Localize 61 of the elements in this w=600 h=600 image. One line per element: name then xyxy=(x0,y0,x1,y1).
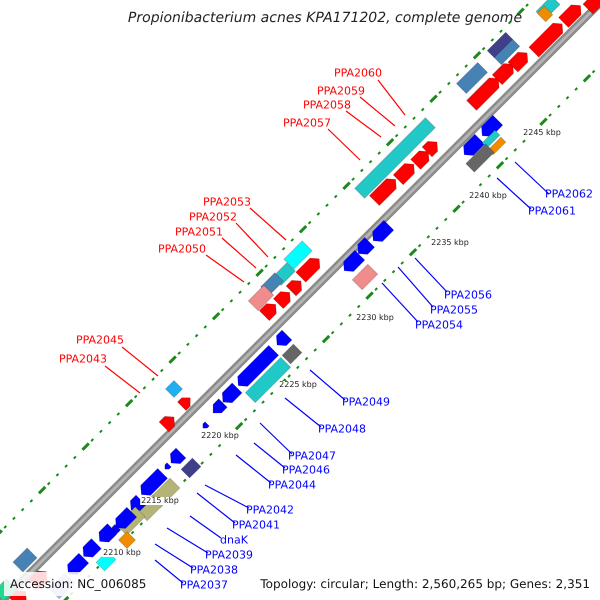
leader-line xyxy=(222,238,256,268)
leader-line xyxy=(190,516,222,538)
leader-line xyxy=(196,492,236,524)
scale-label: 2225 kbp xyxy=(278,381,318,389)
gene-label: PPA2062 xyxy=(544,188,594,200)
leader-line xyxy=(206,254,244,282)
gene-label: PPA2057 xyxy=(282,118,332,128)
leader-line xyxy=(236,454,272,484)
gene-label: PPA2050 xyxy=(158,244,206,254)
leader-line xyxy=(236,222,268,258)
gene-label: PPA2046 xyxy=(282,464,330,476)
leader-line xyxy=(254,442,286,468)
leader-line xyxy=(122,346,158,376)
gene-label: PPA2052 xyxy=(188,212,238,222)
gene-label: PPA2055 xyxy=(430,304,478,316)
gene-label: PPA2061 xyxy=(528,206,576,216)
scale-label: 2220 kbp xyxy=(200,432,240,440)
leader-line xyxy=(382,282,418,322)
leader-line xyxy=(328,128,360,160)
gene-label: PPA2058 xyxy=(302,100,352,110)
leader-line xyxy=(398,266,434,308)
leader-line xyxy=(346,110,382,138)
leader-line xyxy=(204,484,250,509)
gene-label: PPA2048 xyxy=(318,424,366,434)
gene-label: PPA2037 xyxy=(180,580,228,590)
gene-label: PPA2045 xyxy=(76,334,124,346)
leader-line xyxy=(104,366,140,394)
gene-label: PPA2044 xyxy=(268,480,316,490)
scale-label: 2245 kbp xyxy=(522,129,562,137)
leader-line xyxy=(260,422,292,454)
gene-label: PPA2042 xyxy=(246,504,294,516)
scale-label: 2235 kbp xyxy=(430,239,470,247)
leader-line xyxy=(166,527,208,554)
leader-line xyxy=(360,96,396,126)
gene-label: PPA2056 xyxy=(444,290,492,300)
title: Propionibacterium acnes KPA171202, complete genome xyxy=(128,11,522,25)
leader-line xyxy=(154,560,184,584)
leader-line xyxy=(310,370,346,400)
scale-label: 2240 kbp xyxy=(468,192,508,200)
scale-label: 2210 kbp xyxy=(102,549,142,557)
leader-line xyxy=(514,162,550,194)
leader-line xyxy=(250,208,286,240)
leader-line xyxy=(284,398,322,428)
gene-label: PPA2043 xyxy=(58,354,108,364)
gene-label: PPA2053 xyxy=(202,196,252,208)
gene-label: PPA2060 xyxy=(334,68,382,78)
gene-label: PPA2039 xyxy=(204,550,254,560)
gene-label: PPA2049 xyxy=(342,396,390,408)
leader-line xyxy=(154,544,194,568)
leader-line xyxy=(496,178,532,210)
gene-label: PPA2051 xyxy=(174,226,224,238)
leader-line xyxy=(414,258,448,292)
gene-label: PPA2054 xyxy=(414,320,464,330)
gene-label: dnaK xyxy=(220,534,248,546)
gene-label: PPA2041 xyxy=(232,520,280,530)
gene-label: PPA2059 xyxy=(316,86,366,96)
scale-label: 2215 kbp xyxy=(140,497,180,505)
gene-label: PPA2047 xyxy=(288,450,336,462)
leader-line xyxy=(378,80,406,116)
gene-label: PPA2038 xyxy=(190,564,238,576)
scale-label: 2230 kbp xyxy=(355,314,395,322)
